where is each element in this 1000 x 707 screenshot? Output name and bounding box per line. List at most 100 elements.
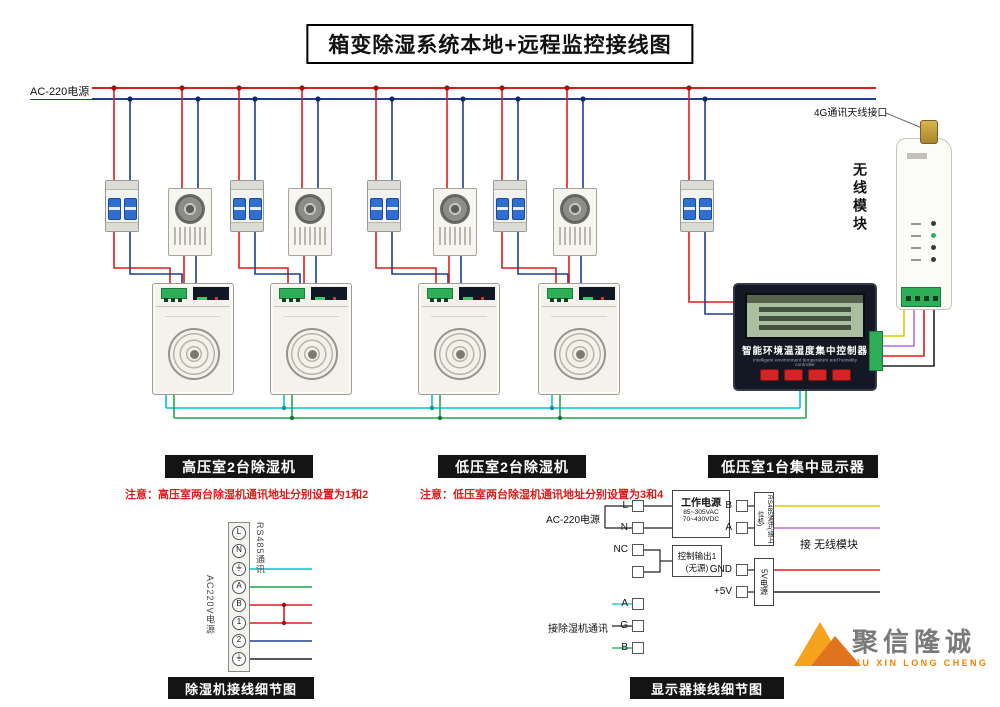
caption-display-detail: 显示器接线细节图 [630,677,784,699]
module-terminal [736,586,748,598]
module-terminal-label: A [725,522,732,533]
logo-chinese-name: 聚信隆诚 [852,627,977,657]
controller-buttons [735,369,875,381]
wireless-module-label: 无线模块 [852,162,868,234]
detail-terminal: B [232,598,246,612]
fan-icon [295,194,325,224]
fan-power-device-2 [288,188,332,256]
module-terminal [736,500,748,512]
detail-terminal: L [232,526,246,540]
display-terminal [632,566,644,578]
display-terminal-label: N [620,522,628,533]
fan-power-device-4 [553,188,597,256]
section-label-display: 低压室1台集中显示器 [708,455,878,478]
led-indicator [931,257,936,262]
dehumidifier-unit-3 [418,283,500,395]
display-terminal-label: NC [613,544,628,555]
display-terminal-label: A [621,598,628,609]
display-terminal-label: B [621,642,628,653]
controller-terminal-block [869,331,883,371]
note-low-voltage: 注意：低压室两台除湿机通讯地址分别设置为3和4 [420,489,664,501]
to-wireless-module-label: 接 无线模块 [800,539,859,551]
logo-english-name: JU XIN LONG CHENG [855,658,989,668]
rs485-box: RS485通讯(接上位机) [754,492,774,546]
detail-terminal: 1 [232,616,246,630]
display-terminal [632,620,644,632]
led-indicator [931,233,936,238]
caption-dehumidifier-detail: 除湿机接线细节图 [168,677,314,699]
terminal-block [427,288,453,302]
fan-grille-icon [554,328,606,380]
led-indicator [931,221,936,226]
circuit-breaker-4 [493,180,527,232]
detail-terminal: 2 [232,634,246,648]
dehumidifier-unit-1 [152,283,234,395]
display-terminal [632,522,644,534]
module-terminal [736,564,748,576]
circuit-breaker-2 [230,180,264,232]
power-5v-box: 5V电源 [754,558,774,606]
detail-side-label-power: AC220V电源 [205,575,215,635]
display-terminal-label: L [622,500,628,511]
unit-display [579,287,615,300]
display-terminal [632,500,644,512]
dehumidifier-unit-2 [270,283,352,395]
circuit-breaker-5 [680,180,714,232]
detail-terminal-strip [228,522,250,672]
central-controller: 智能环境温湿度集中控制器 Intelligent environment tem… [733,283,883,391]
antenna-label: 4G通讯天线接口 [814,108,888,119]
detail-terminal: N [232,544,246,558]
fan-icon [560,194,590,224]
circuit-breaker-1 [105,180,139,232]
wireless-module [896,138,952,310]
page-title: 箱变除湿系统本地+远程监控接线图 [306,24,694,64]
controller-module-wires [877,112,935,367]
display-terminal [632,598,644,610]
ac-power-label: AC-220电源 [27,83,93,99]
control-output-box: 控制输出1 (无源) [672,545,722,577]
led-indicator [931,245,936,250]
section-label-low-voltage: 低压室2台除湿机 [438,455,586,478]
fan-icon [175,194,205,224]
fan-grille-icon [168,328,220,380]
dehumidifier-comm-label: 接除湿机通讯 [548,624,608,635]
section-label-high-voltage: 高压室2台除湿机 [165,455,313,478]
fan-grille-icon [286,328,338,380]
logo-icon [794,622,861,666]
antenna-connector-icon [920,120,938,144]
unit-display [459,287,495,300]
dehumidifier-unit-4 [538,283,620,395]
working-power-box: 工作电源 85~305VAC 70~430VDC [672,490,730,538]
detail-unit-wires [250,568,312,660]
breaker-to-unit-wires [113,232,582,284]
controller-lcd [745,293,865,339]
module-terminal-label: B [725,500,732,511]
module-terminal [736,522,748,534]
bus-junction-dots [111,85,708,102]
fan-grille-icon [434,328,486,380]
circuit-breaker-3 [367,180,401,232]
module-terminal-label: +5V [713,586,732,597]
unit-display [311,287,347,300]
fan-icon [440,194,470,224]
controller-feed-wires [688,232,733,315]
detail-terminal: A [232,580,246,594]
detail-side-label-comm: RS485通讯 [255,522,265,575]
terminal-block [547,288,573,302]
display-terminal [632,544,644,556]
unit-display [193,287,229,300]
note-high-voltage: 注意：高压室两台除湿机通讯地址分别设置为1和2 [125,489,369,501]
fan-power-device-1 [168,188,212,256]
display-terminal-label: G [620,620,628,631]
display-terminal [632,642,644,654]
module-terminal-label: GND [709,564,732,575]
power-bus-wires [30,87,876,100]
detail-display-wires [604,505,880,649]
terminal-block [161,288,187,302]
module-terminal-block [901,287,941,307]
comm-bus-wires [165,391,807,421]
detail-ac-power-label: AC-220电源 [546,515,600,526]
terminal-block [279,288,305,302]
